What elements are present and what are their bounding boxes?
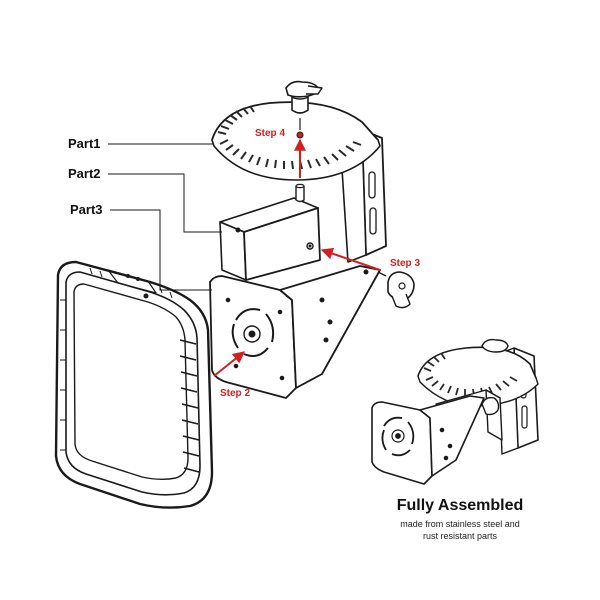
side-knob-screw — [377, 271, 415, 309]
part2-middle-box — [219, 183, 321, 281]
part3-lower-bracket — [209, 265, 381, 399]
step-arrows — [213, 138, 381, 377]
part2-label: Part2 — [68, 166, 101, 181]
mounting-slot-pattern — [231, 308, 275, 357]
step3-arrow — [320, 247, 381, 271]
step2-arrow — [213, 351, 245, 377]
caption-line1: made from stainless steel and — [400, 519, 520, 529]
step2-label: Step 2 — [220, 388, 251, 399]
part-leader-lines — [108, 143, 222, 291]
speaker-cabinet — [54, 260, 214, 509]
step3-label: Step 3 — [390, 258, 421, 269]
caption-line2: rust resistant parts — [422, 531, 498, 541]
fully-assembled-title: Fully Assembled — [396, 497, 524, 514]
step4-label: Step 4 — [255, 128, 286, 139]
part3-label: Part3 — [70, 202, 103, 217]
part1-label: Part1 — [68, 136, 101, 151]
assembled-bracket — [371, 338, 539, 485]
part1-upper-bracket — [211, 80, 387, 263]
